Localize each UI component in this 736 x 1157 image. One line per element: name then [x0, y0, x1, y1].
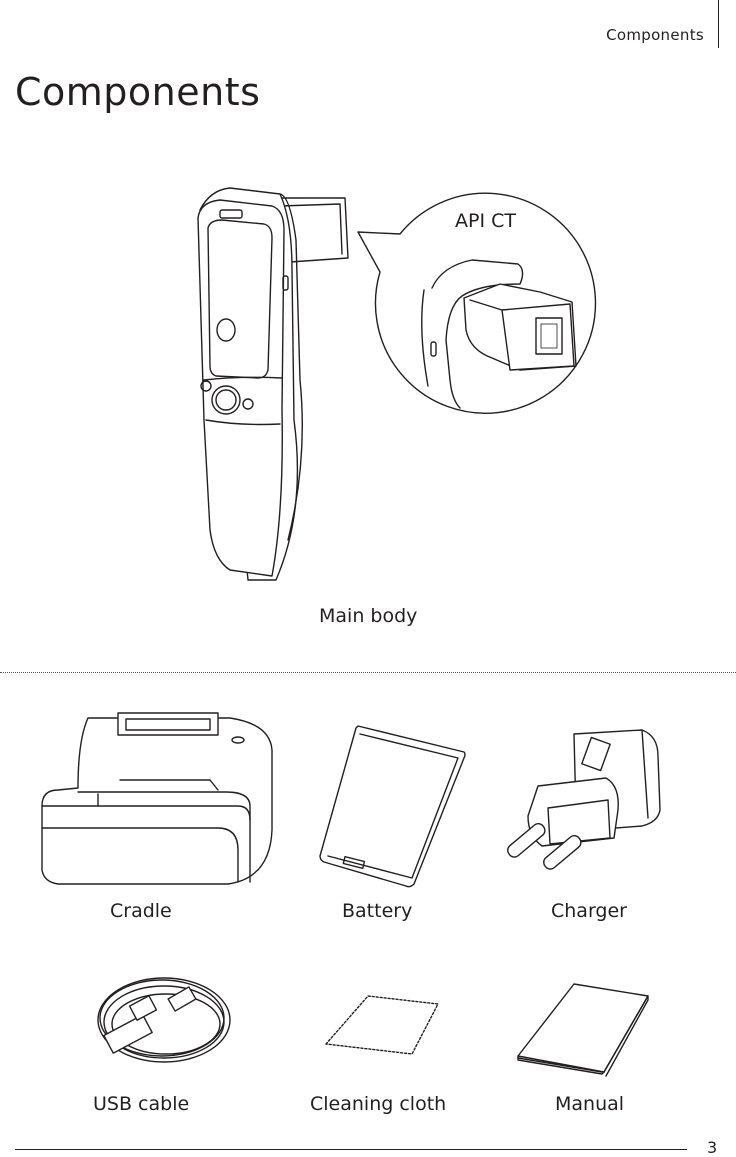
- manual-icon: [517, 983, 649, 1077]
- header-rule: [718, 0, 719, 48]
- usb-cable-icon: [97, 977, 231, 1063]
- page-title: Components: [15, 70, 261, 114]
- main-body-icon: [197, 187, 597, 581]
- item-caption: Manual: [555, 1093, 625, 1115]
- item-caption: Cleaning cloth: [310, 1093, 447, 1115]
- charger-icon: [507, 729, 661, 870]
- footer-rule: [15, 1149, 687, 1150]
- item-caption: Cradle: [110, 900, 172, 922]
- battery-icon: [319, 725, 466, 888]
- page-number: 3: [707, 1138, 718, 1157]
- item-caption: Battery: [342, 900, 413, 922]
- item-caption: USB cable: [93, 1093, 190, 1115]
- running-head: Components: [606, 26, 704, 44]
- item-caption: Charger: [551, 900, 627, 922]
- main-body-caption: Main body: [319, 605, 418, 627]
- section-divider: [0, 672, 736, 673]
- cradle-icon: [41, 712, 273, 885]
- cleaning-cloth-icon: [325, 995, 439, 1055]
- callout-label: API CT: [455, 210, 516, 232]
